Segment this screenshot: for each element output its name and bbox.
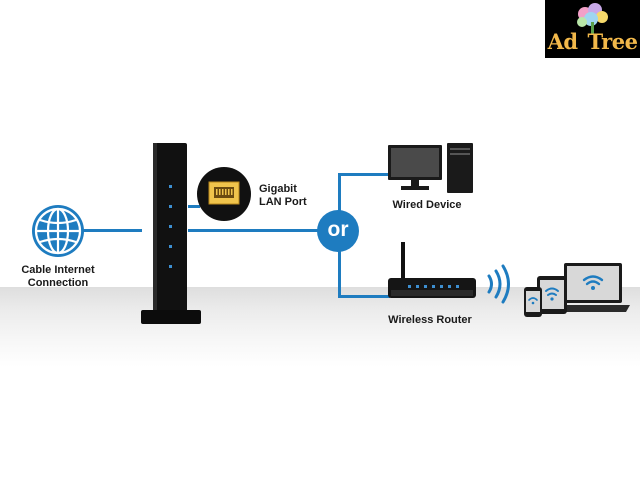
wire-to-wired-device [338,173,388,176]
wire-globe-to-modem [82,229,142,232]
wireless-router-label: Wireless Router [388,314,472,326]
laptop-icon [558,263,630,312]
cable-modem [141,143,201,324]
wire-lan-port-callout [188,205,200,208]
cable-internet-label: Cable Internet Connection [21,264,95,289]
lan-port-label: Gigabit LAN Port [259,183,307,208]
wire-to-wireless-router [338,295,390,298]
wireless-router-icon [388,242,476,298]
wire-modem-to-or [188,229,320,232]
desktop-computer-icon [388,143,473,193]
or-junction: or [317,210,359,252]
tablet-icon [537,276,567,314]
phone-icon [524,287,542,317]
tree-icon [577,3,608,35]
wifi-signal-icon [487,264,510,304]
globe-icon [32,205,84,257]
lan-port-icon [197,167,251,221]
wired-device-label: Wired Device [392,199,462,211]
